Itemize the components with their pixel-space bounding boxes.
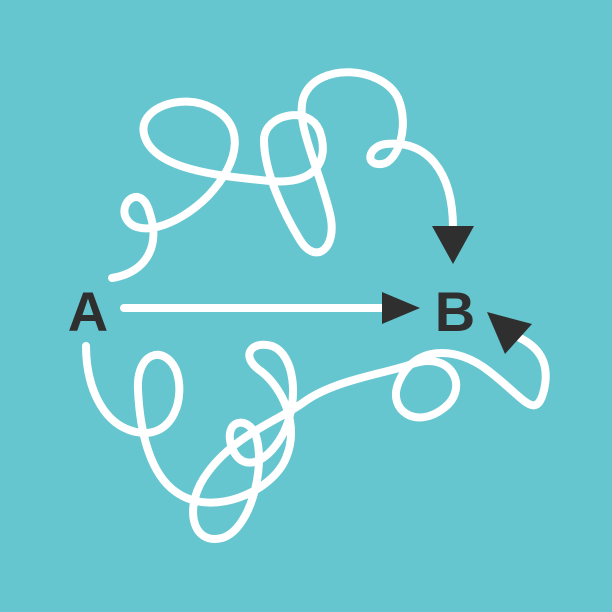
end-label: B — [435, 280, 475, 343]
bottom-route-arrowhead — [487, 312, 532, 354]
direct-route-arrowhead — [382, 292, 420, 324]
tangled-route-bottom — [82, 334, 550, 543]
start-label: A — [68, 280, 108, 343]
tangled-route-top — [108, 68, 457, 282]
top-route-arrowhead — [432, 226, 474, 264]
